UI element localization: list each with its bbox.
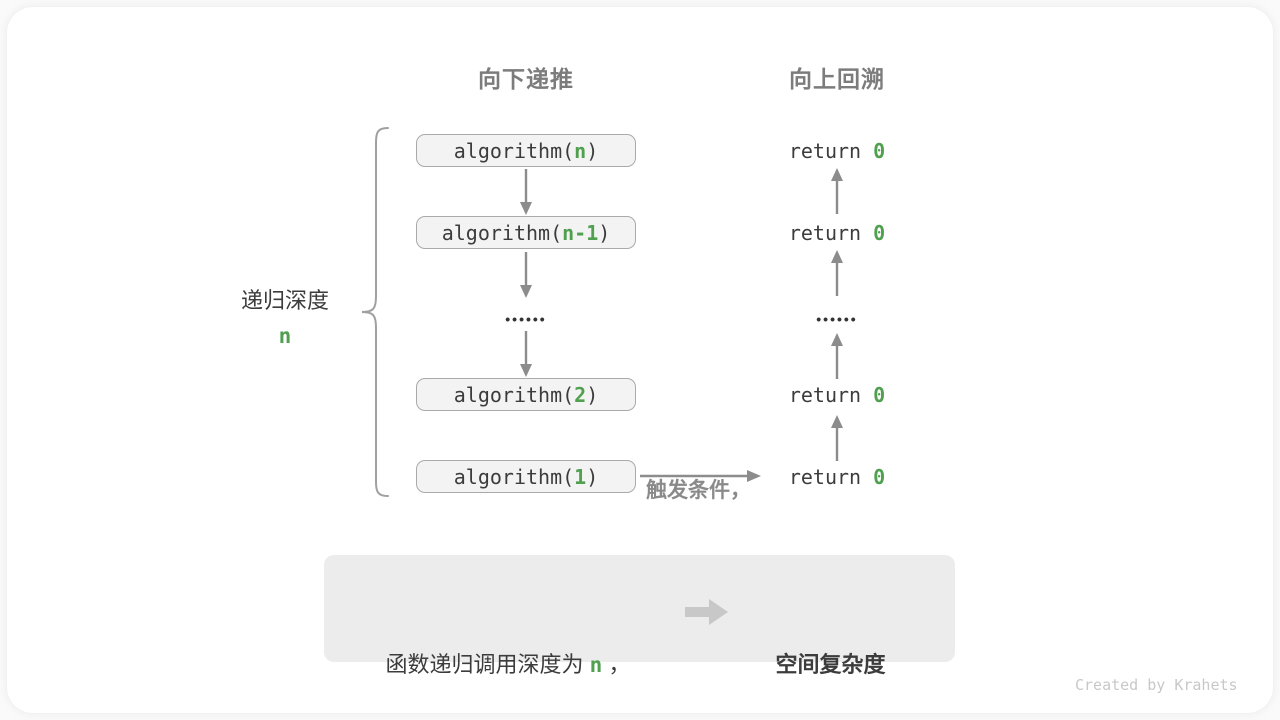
frame-post: ) xyxy=(586,138,599,163)
header-recurse-down: 向下递推 xyxy=(478,66,574,92)
frame-pre: algorithm( xyxy=(453,382,575,407)
return-statement: return 0 xyxy=(727,383,947,407)
recursion-depth-value: n xyxy=(278,324,292,348)
frame-label: algorithm(n-1) xyxy=(442,221,611,245)
down-arrow-icon xyxy=(520,252,532,298)
return-pre: return xyxy=(788,221,874,245)
ellipsis-left: •••••• xyxy=(505,311,547,327)
return-pre: return xyxy=(788,465,874,489)
frame-arg: 1 xyxy=(574,464,587,489)
recursion-depth-label: 递归深度 n xyxy=(222,283,348,348)
frame-post: ) xyxy=(586,464,599,489)
right-arrow-icon xyxy=(640,470,761,482)
summary-statement: 函数递归调用深度为 n ， 共使用 O(n) 的栈帧空间 xyxy=(336,570,680,720)
recursion-depth-text: 递归深度 xyxy=(240,288,329,313)
frame-pre: algorithm( xyxy=(453,464,575,489)
summary-text: ， xyxy=(602,652,631,677)
frame-pre: algorithm( xyxy=(441,220,563,245)
return-statement: return 0 xyxy=(727,221,947,245)
frame-arg: n xyxy=(574,138,587,163)
space-complexity-title: 空间复杂度 xyxy=(775,652,886,677)
left-curly-brace-icon xyxy=(361,127,389,497)
return-value: 0 xyxy=(873,383,886,407)
frame-box-1: algorithm(1) xyxy=(416,460,636,493)
trigger-note-line1: 触发条件， xyxy=(646,479,751,502)
return-pre: return xyxy=(788,139,874,163)
frame-pre: algorithm( xyxy=(453,138,575,163)
summary-line1: 函数递归调用深度为 n ， xyxy=(336,646,680,684)
ellipsis-right: •••••• xyxy=(816,311,858,327)
up-arrow-icon xyxy=(831,333,843,379)
return-statement: return 0 xyxy=(727,465,947,489)
frame-label: algorithm(n) xyxy=(454,139,599,163)
return-value: 0 xyxy=(873,139,886,163)
return-statement: return 0 xyxy=(727,139,947,163)
summary-panel xyxy=(324,555,955,662)
return-value: 0 xyxy=(873,221,886,245)
frame-box-2: algorithm(2) xyxy=(416,378,636,411)
frame-post: ) xyxy=(586,382,599,407)
frame-post: ) xyxy=(598,220,611,245)
up-arrow-icon xyxy=(831,250,843,296)
summary-text: 函数递归调用深度为 xyxy=(385,652,590,677)
frame-arg: 2 xyxy=(574,382,587,407)
frame-arg: n-1 xyxy=(562,220,599,245)
frame-box-n-1: algorithm(n-1) xyxy=(416,216,636,249)
down-arrow-icon xyxy=(520,169,532,215)
up-arrow-icon xyxy=(831,415,843,461)
frame-box-n: algorithm(n) xyxy=(416,134,636,167)
summary-var-n: n xyxy=(589,653,603,677)
down-arrow-icon xyxy=(520,331,532,377)
return-pre: return xyxy=(788,383,874,407)
frame-label: algorithm(2) xyxy=(454,383,599,407)
return-value: 0 xyxy=(873,465,886,489)
header-backtrack-up: 向上回溯 xyxy=(789,66,885,92)
big-right-arrow-icon xyxy=(685,599,728,625)
summary-conclusion: 空间复杂度 线性阶 O(n) xyxy=(733,570,928,720)
frame-label: algorithm(1) xyxy=(454,465,599,489)
credit-text: Created by Krahets xyxy=(1075,676,1238,694)
up-arrow-icon xyxy=(831,168,843,214)
